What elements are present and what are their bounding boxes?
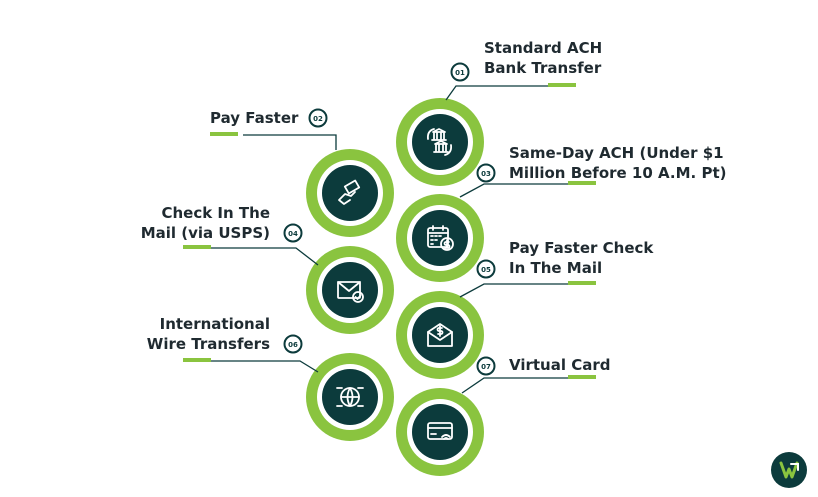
step-01-label-line: Standard ACH [484, 39, 603, 57]
step-02-number: 02 [313, 115, 323, 123]
handshake-money-icon [338, 179, 361, 205]
step-07-inner-disc [412, 404, 468, 460]
step-07-label: Virtual Card [509, 355, 610, 375]
envelope-check-icon [337, 281, 364, 303]
step-04-label-line: Mail (via USPS) [140, 224, 270, 242]
step-05-connector [459, 283, 580, 298]
step-01-label: Standard ACH Bank Transfer [484, 38, 602, 78]
step-07-badge: 07 [476, 356, 496, 376]
step-04-label-line: Check In The [161, 204, 270, 222]
step-04-circle [306, 246, 394, 334]
step-05-label-line: Pay Faster Check [509, 239, 654, 257]
step-03-number: 03 [481, 170, 491, 178]
step-06-circle [306, 353, 394, 441]
step-06-badge: 06 [283, 334, 303, 354]
step-01-connector [445, 85, 550, 101]
step-03-badge: 03 [476, 163, 496, 183]
step-06-accent-bar [183, 358, 211, 362]
step-06-label-line: Wire Transfers [146, 335, 270, 353]
step-03-inner-disc [412, 210, 468, 266]
step-01-badge: 01 [450, 62, 470, 82]
step-07-accent-bar [568, 375, 596, 379]
step-02-label: Pay Faster [210, 108, 298, 128]
step-04-accent-bar [183, 245, 211, 249]
globe-transfer-icon [336, 387, 364, 407]
step-03-label-line: Million Before 10 A.M. Pt) [509, 164, 727, 182]
step-05-label: Pay Faster Check In The Mail [509, 238, 653, 278]
step-03-circle [396, 194, 484, 282]
step-07-number: 07 [481, 363, 491, 371]
step-02-circle [306, 149, 394, 237]
calendar-dollar-icon [427, 225, 454, 251]
bank-exchange-icon [426, 128, 453, 156]
step-02-badge: 02 [308, 108, 328, 128]
step-02-connector [243, 134, 337, 150]
step-05-accent-bar [568, 281, 596, 285]
step-05-number: 05 [481, 266, 491, 274]
step-01-circle [396, 98, 484, 186]
step-01-number: 01 [455, 69, 465, 77]
brand-logo-icon [779, 461, 799, 479]
step-05-label-line: In The Mail [509, 259, 603, 277]
step-03-accent-bar [568, 181, 596, 185]
step-03-label: Same-Day ACH (Under $1 Million Before 10 … [509, 143, 726, 183]
step-03-connector [459, 183, 580, 198]
step-05-circle [396, 291, 484, 379]
step-04-badge: 04 [283, 223, 303, 243]
step-06-label-line: International [159, 315, 270, 333]
step-01-accent-bar [548, 83, 576, 87]
step-04-number: 04 [288, 230, 298, 238]
envelope-dollar-icon [427, 323, 453, 347]
step-01-label-line: Bank Transfer [484, 59, 602, 77]
step-02-accent-bar [210, 132, 238, 136]
step-06-connector [200, 360, 319, 373]
brand-logo [771, 452, 807, 488]
step-03-label-line: Same-Day ACH (Under $1 [509, 144, 724, 162]
step-06-number: 06 [288, 341, 298, 349]
card-wifi-icon [427, 422, 453, 440]
circles-layer [306, 98, 484, 476]
step-07-connector [461, 377, 580, 394]
connectors-layer: 01 02 03 04 05 06 07 [183, 62, 596, 394]
step-02-label-line: Pay Faster [210, 109, 299, 127]
step-07-circle [396, 388, 484, 476]
step-04-connector [200, 247, 319, 266]
step-07-label-line: Virtual Card [509, 356, 611, 374]
step-05-badge: 05 [476, 259, 496, 279]
